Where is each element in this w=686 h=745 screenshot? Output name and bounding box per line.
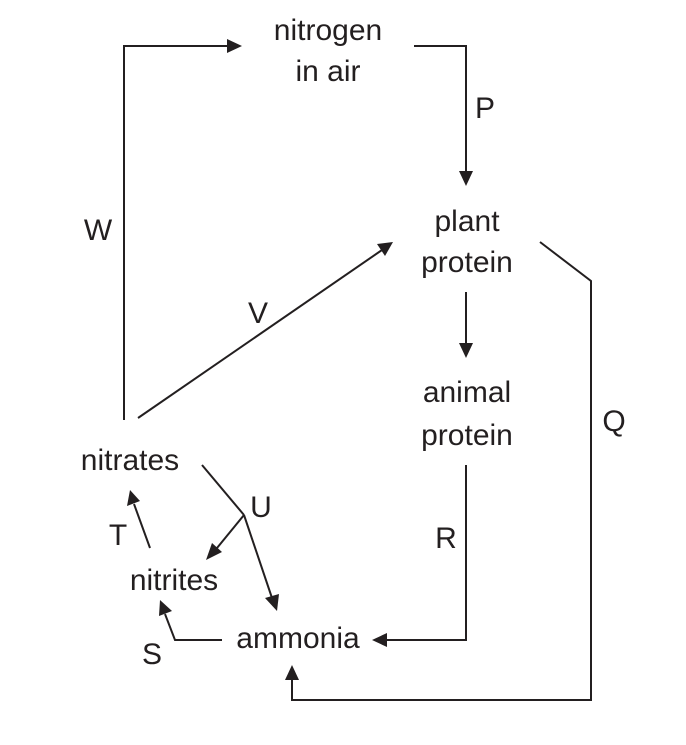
- node-nitrates: nitrates: [81, 444, 179, 477]
- edge-label-w: W: [84, 214, 113, 247]
- edge-w-arrowhead: [227, 39, 242, 53]
- edge-label-t: T: [109, 519, 127, 552]
- edge-v: [137, 242, 393, 419]
- edge-label-p: P: [475, 92, 495, 125]
- edge-v-arrowhead: [377, 242, 393, 256]
- node-nitrogen-in-air: nitrogen in air: [274, 14, 382, 88]
- edge-p: [414, 45, 473, 186]
- edge-u-ammonia-arrowhead: [265, 594, 279, 611]
- edge-label-q: Q: [602, 405, 625, 438]
- edge-label-r: R: [435, 522, 457, 555]
- edge-p-arrowhead: [459, 171, 473, 186]
- edge-plant-to-animal: [459, 292, 473, 358]
- node-plant-protein-line1: plant: [434, 205, 500, 238]
- edge-t: [127, 490, 151, 549]
- node-ammonia: ammonia: [236, 622, 360, 655]
- node-animal-protein: animal protein: [421, 376, 513, 452]
- edge-plant-to-animal-arrowhead: [459, 343, 473, 358]
- node-animal-protein-line2: protein: [421, 419, 513, 452]
- edge-label-v: V: [248, 297, 268, 330]
- node-animal-protein-line1: animal: [423, 376, 511, 409]
- node-plant-protein: plant protein: [421, 205, 513, 279]
- edge-q: [285, 241, 592, 701]
- edge-w: [123, 39, 242, 420]
- node-nitrogen-in-air-line1: nitrogen: [274, 14, 382, 47]
- node-nitrites: nitrites: [130, 564, 218, 597]
- edge-q-arrowhead: [285, 665, 299, 680]
- edge-u-nitrites-arrowhead: [206, 543, 222, 560]
- edge-label-u: U: [250, 491, 272, 524]
- edge-label-s: S: [142, 638, 162, 671]
- node-nitrogen-in-air-line2: in air: [295, 55, 360, 88]
- edge-s: [159, 600, 222, 641]
- edge-u: [201, 464, 279, 611]
- edge-s-arrowhead: [159, 600, 172, 616]
- edge-t-arrowhead: [127, 490, 140, 506]
- edge-r-arrowhead: [372, 633, 387, 647]
- edge-r: [372, 465, 467, 647]
- node-plant-protein-line2: protein: [421, 246, 513, 279]
